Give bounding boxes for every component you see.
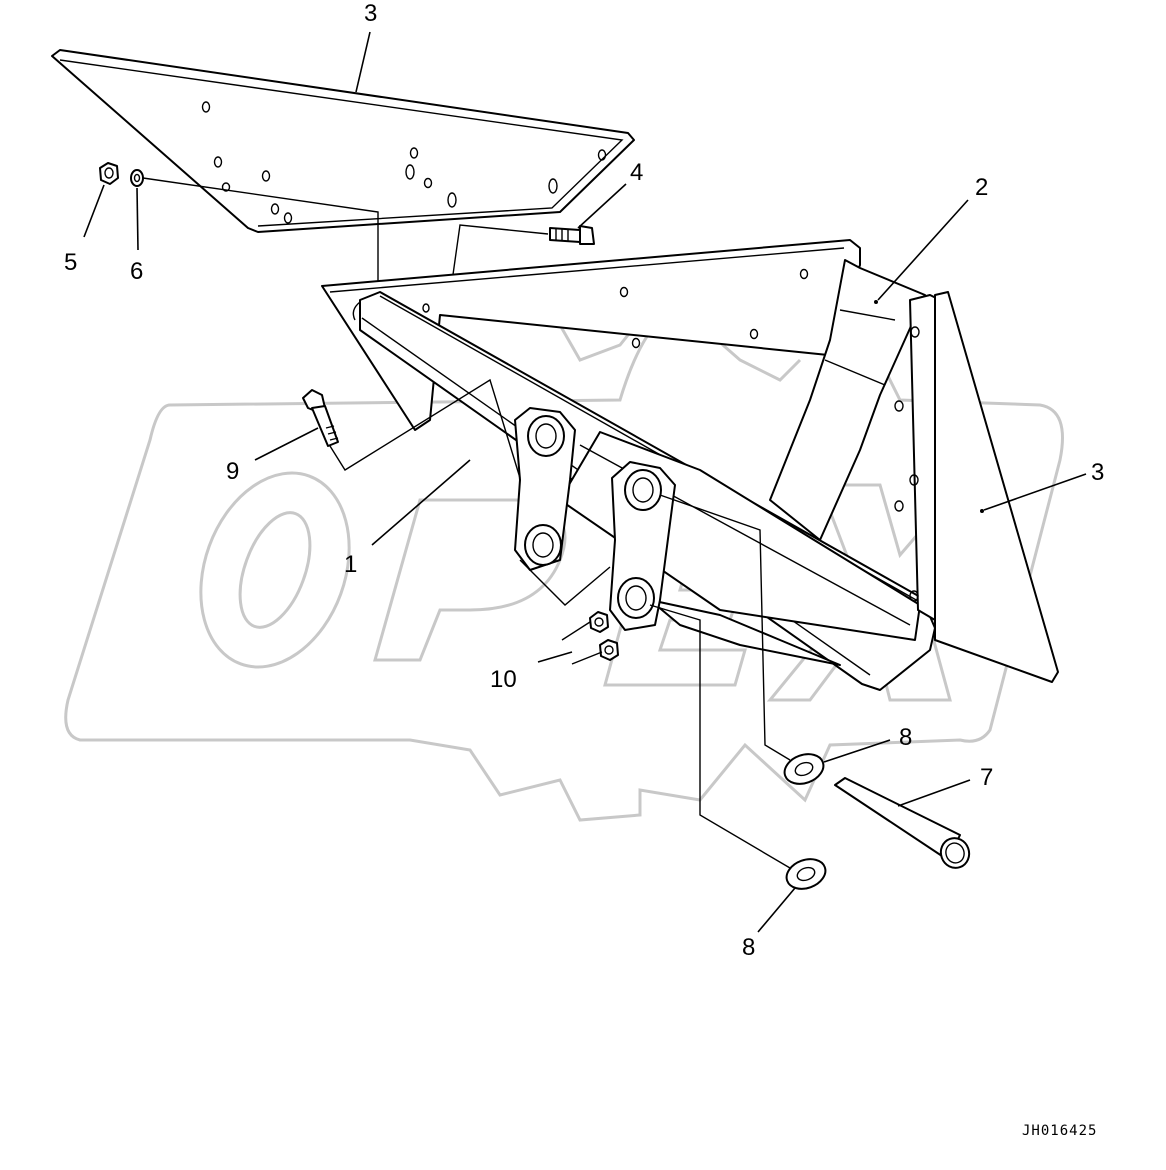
gusset-holes (894, 326, 920, 602)
callout-8-lower: 8 (742, 934, 755, 961)
callout-2: 2 (975, 174, 988, 201)
callout-5: 5 (64, 249, 77, 276)
callout-9: 9 (226, 458, 239, 485)
nut-10-lower (599, 639, 619, 661)
plate-holes (201, 101, 607, 224)
frame-holes (422, 268, 809, 349)
drawing-code: JH016425 (1022, 1123, 1097, 1139)
side-plate-upper (51, 49, 635, 233)
callout-7: 7 (980, 764, 993, 791)
callout-3-right: 3 (1091, 459, 1104, 486)
frame-body (321, 239, 1059, 691)
bolt-4 (549, 225, 595, 245)
callout-6: 6 (130, 258, 143, 285)
callout-4: 4 (630, 159, 643, 186)
pivot-bracket-left (514, 407, 576, 571)
bolt-9 (302, 389, 339, 447)
pivot-bracket-right (609, 461, 676, 631)
washer-8-upper (783, 753, 825, 785)
callout-labels: 3 2 4 5 6 3 9 1 10 8 7 8 (64, 0, 1104, 961)
nut-5 (99, 162, 119, 185)
washer-8-lower (785, 858, 827, 890)
callout-1: 1 (344, 551, 357, 578)
callout-3-top: 3 (364, 0, 377, 27)
pin-7 (834, 777, 971, 869)
nut-10-upper (589, 611, 609, 633)
callout-10: 10 (490, 666, 517, 693)
callout-8-upper: 8 (899, 724, 912, 751)
leader-lines (83, 31, 1087, 933)
washer-6 (130, 169, 144, 187)
